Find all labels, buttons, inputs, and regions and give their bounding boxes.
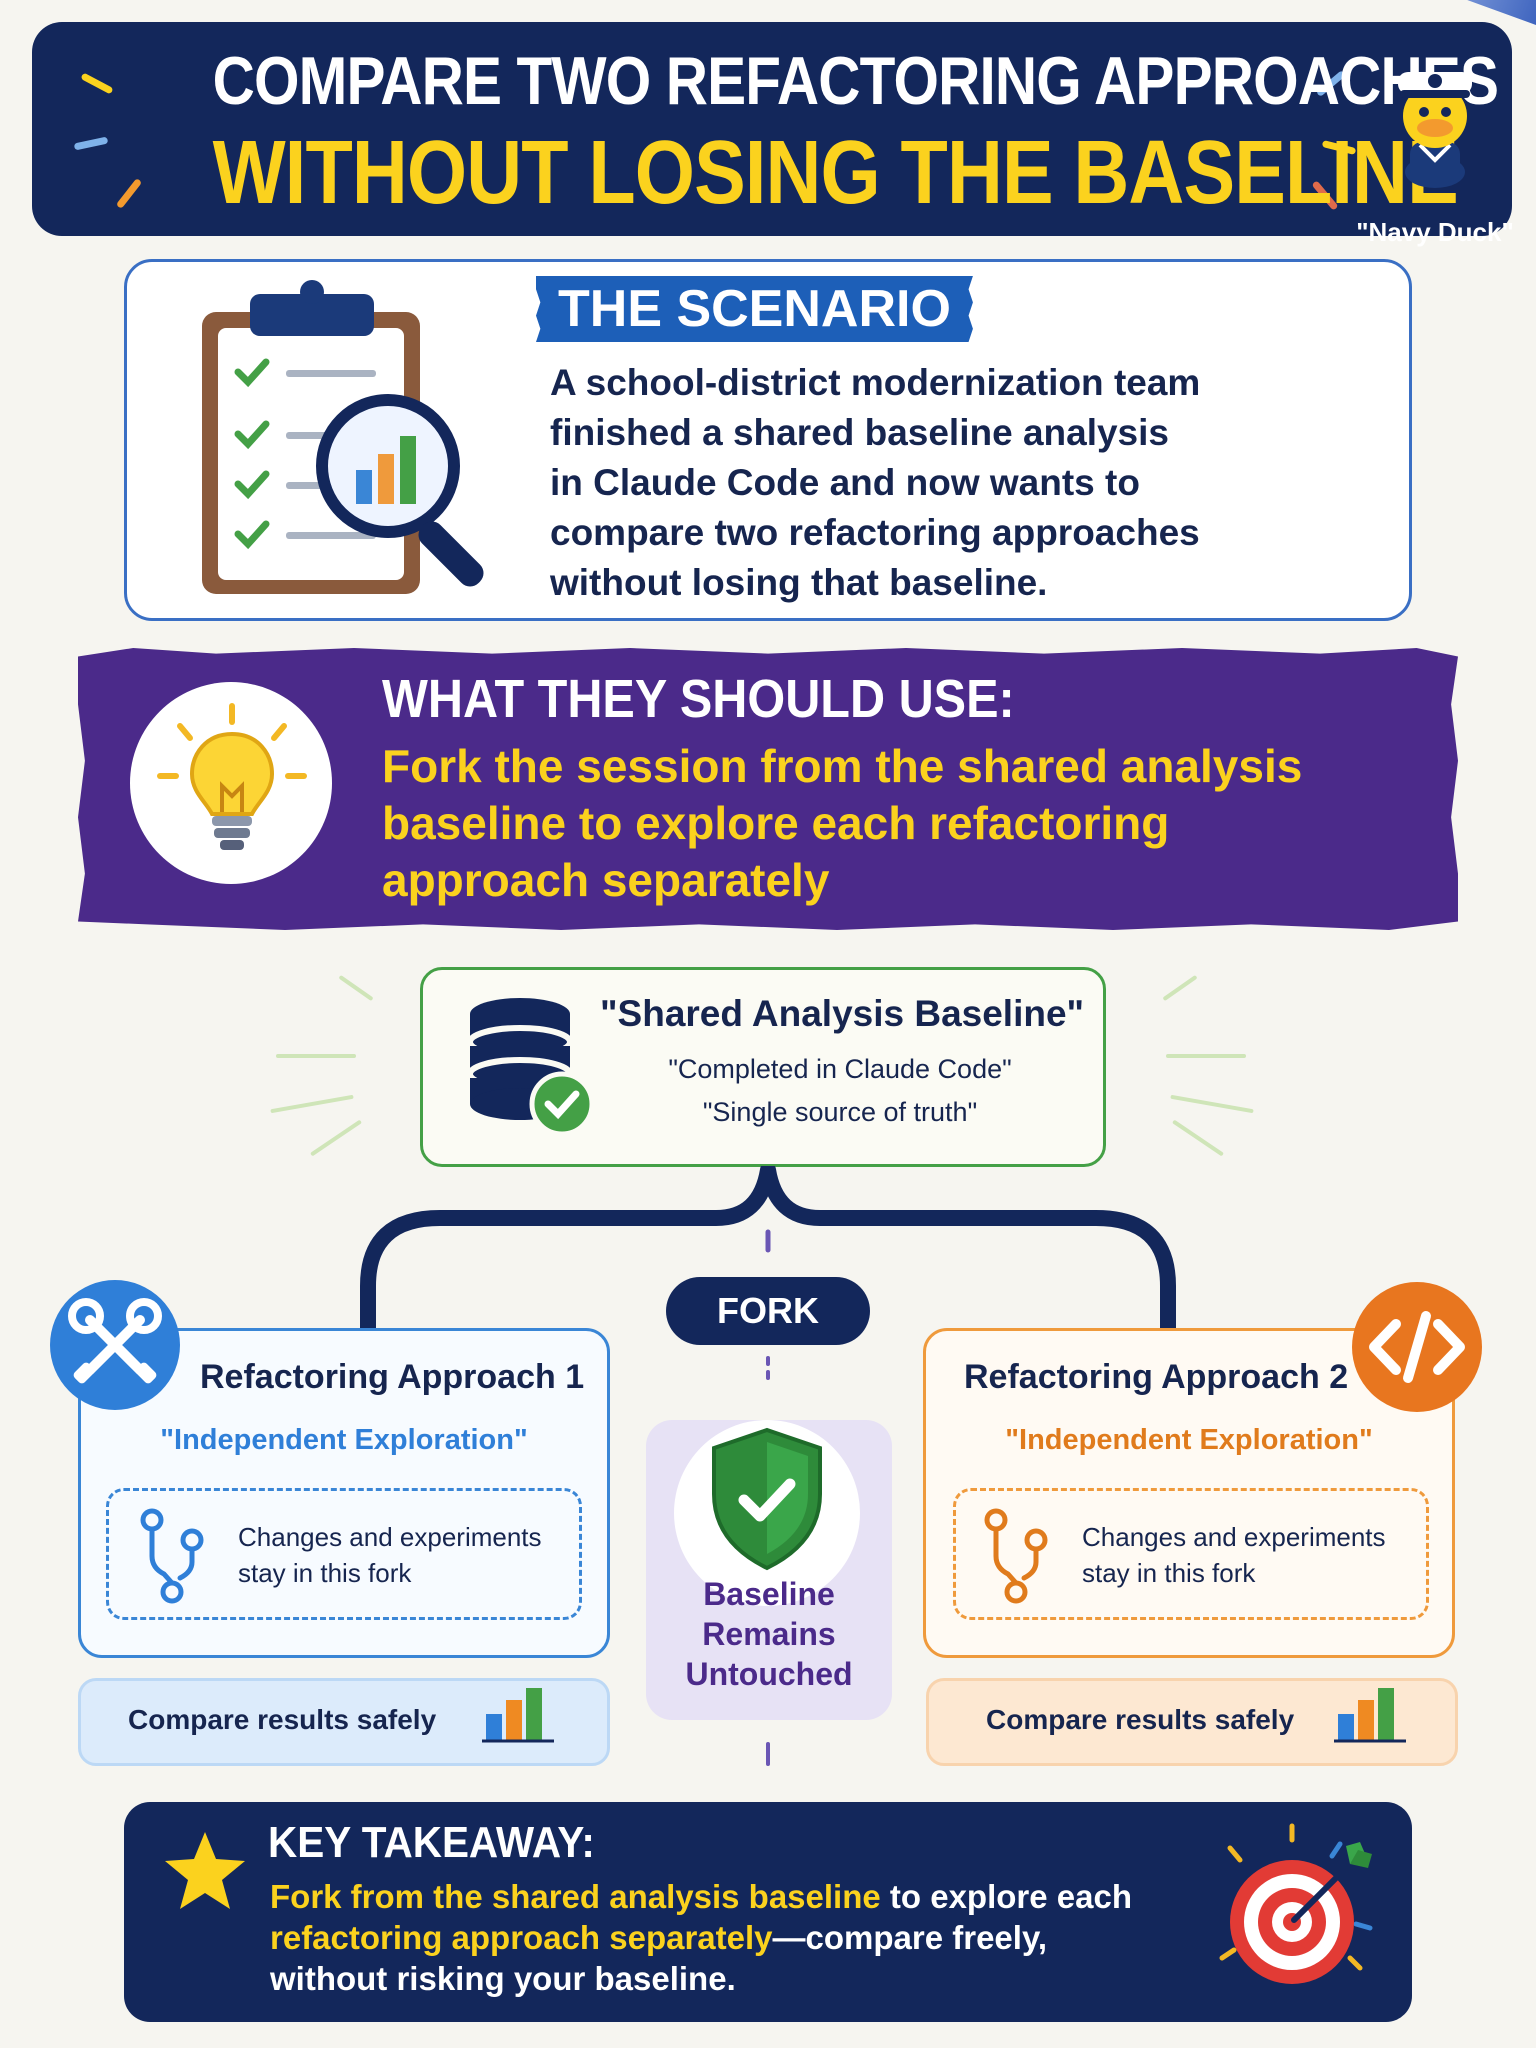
bar-chart-icon (482, 1684, 558, 1744)
branch-icon (978, 1506, 1058, 1606)
should-use-body: Fork the session from the shared analysi… (382, 738, 1382, 909)
code-icon (1369, 1311, 1465, 1383)
approach-1-note-text: Changes and experiments stay in this for… (238, 1519, 558, 1591)
approach-2-compare-text: Compare results safely (986, 1704, 1295, 1735)
should-use-line: Fork the session from the shared analysi… (382, 740, 1303, 792)
scenario-text: A school-district modernization team fin… (550, 358, 1270, 608)
ray-decoration (1166, 1054, 1246, 1058)
duck-sailor-icon (1370, 50, 1500, 190)
scenario-tag: THE SCENARIO (536, 276, 973, 342)
dash-decoration (764, 1356, 772, 1380)
approach-2-subtitle: "Independent Exploration" (1005, 1424, 1373, 1456)
should-use-line: baseline to explore each refactoring (382, 797, 1170, 849)
approach-1-note-line: stay in this fork (238, 1558, 412, 1588)
approach-1-badge (50, 1280, 180, 1410)
ray-decoration (310, 1119, 362, 1157)
header-banner (32, 22, 1512, 236)
target-arrow-icon (1200, 1818, 1390, 2008)
approach-2-note-line: Changes and experiments (1082, 1522, 1386, 1552)
scenario-line: in Claude Code and now wants to (550, 462, 1140, 503)
dash-decoration (764, 1740, 772, 1770)
scenario-line: A school-district modernization team (550, 362, 1201, 403)
center-caption-line: Untouched (685, 1656, 853, 1692)
title-line-2: WITHOUT LOSING THE BASELINE (212, 123, 1459, 223)
center-caption-line: Remains (702, 1616, 836, 1652)
should-use-line: approach separately (382, 854, 830, 906)
star-icon (160, 1826, 250, 1916)
approach-1-compare-text: Compare results safely (128, 1704, 437, 1735)
bar-chart-icon (1334, 1684, 1410, 1744)
scenario-line: compare two refactoring approaches (550, 512, 1200, 553)
ray-decoration (1172, 1119, 1224, 1157)
branch-icon (134, 1506, 214, 1606)
ray-decoration (338, 974, 374, 1002)
approach-1-subtitle: "Independent Exploration" (160, 1424, 528, 1456)
fork-label: FORK (666, 1277, 870, 1345)
center-caption-line: Baseline (703, 1576, 835, 1612)
takeaway-text: —compare freely, (772, 1919, 1048, 1956)
mascot-label: "Navy Duck" (1356, 217, 1514, 247)
approach-2-note-line: stay in this fork (1082, 1558, 1256, 1588)
approach-2-note-text: Changes and experiments stay in this for… (1082, 1519, 1402, 1591)
ray-decoration (1170, 1094, 1254, 1114)
spark-decoration (80, 72, 114, 95)
scenario-line: without losing that baseline. (550, 562, 1048, 603)
fork-connector (360, 1162, 1176, 1338)
takeaway-highlight: refactoring approach separately (270, 1919, 773, 1956)
takeaway-text: to explore each (880, 1878, 1132, 1915)
ray-decoration (1162, 974, 1198, 1002)
lightbulb-icon (150, 700, 314, 864)
clipboard-magnifier-icon (198, 274, 528, 604)
takeaway-heading: KEY TAKEAWAY: (268, 1818, 595, 1867)
scenario-line: finished a shared baseline analysis (550, 412, 1169, 453)
approach-1-title: Refactoring Approach 1 (200, 1358, 585, 1396)
baseline-title: "Shared Analysis Baseline" (600, 993, 1085, 1034)
should-use-heading: WHAT THEY SHOULD USE: (382, 669, 1015, 729)
takeaway-text: without risking your baseline. (270, 1960, 736, 1997)
ray-decoration (276, 1054, 356, 1058)
tools-icon (68, 1298, 162, 1384)
database-check-icon (462, 996, 602, 1137)
takeaway-body: Fork from the shared analysis baseline t… (270, 1876, 1210, 1999)
approach-2-note (953, 1488, 1429, 1620)
spark-decoration (115, 177, 143, 210)
ray-decoration (270, 1094, 354, 1114)
approach-1-note (106, 1488, 582, 1620)
center-caption: Baseline Remains Untouched (646, 1574, 892, 1694)
approach-2-title: Refactoring Approach 2 (964, 1358, 1349, 1396)
takeaway-highlight: Fork from the shared analysis baseline (270, 1878, 881, 1915)
baseline-subtitle: "Completed in Claude Code" (668, 1054, 1012, 1084)
approach-1-note-line: Changes and experiments (238, 1522, 542, 1552)
shield-check-icon (702, 1424, 832, 1574)
spark-decoration (73, 136, 109, 151)
title-line-1: COMPARE TWO REFACTORING APPROACHES (212, 43, 1499, 119)
baseline-subtitle: "Single source of truth" (702, 1097, 978, 1127)
takeaway-card (124, 1802, 1412, 2022)
approach-2-badge (1352, 1282, 1482, 1412)
